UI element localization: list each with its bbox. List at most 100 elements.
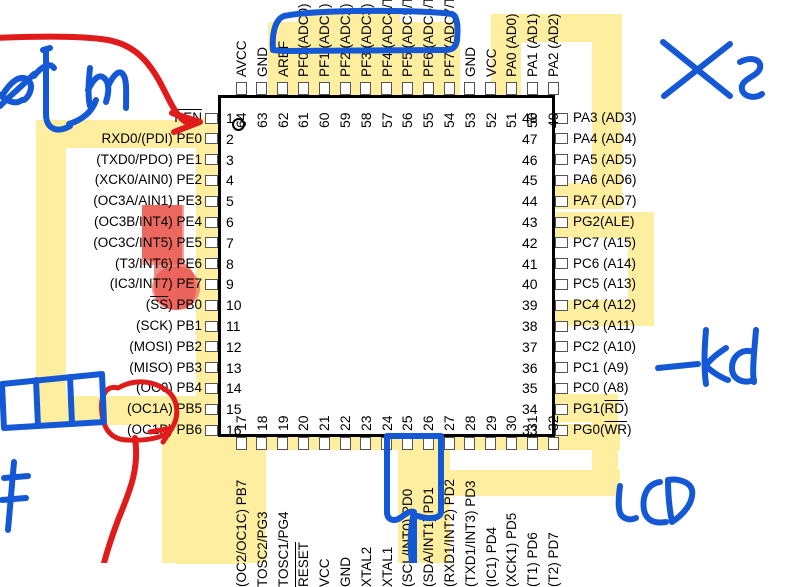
pin-number-62: 62 <box>274 112 291 128</box>
pin-pad-bottom-19 <box>277 437 289 450</box>
pin-number-6: 6 <box>226 214 234 230</box>
pin-number-18: 18 <box>253 415 270 431</box>
pin-label-29: (IC1) PD4 <box>483 526 499 587</box>
pin-label-37: PC2 (A10) <box>573 338 637 354</box>
pin-pad-left-15 <box>205 403 218 415</box>
pin-number-33: 33 <box>522 422 538 438</box>
pin-pad-top-60 <box>318 82 330 95</box>
pin-label-42: PC7 (A15) <box>573 234 637 250</box>
blue-C <box>640 479 669 526</box>
pin-label-17: (OC2/OC1C) PB7 <box>234 479 249 587</box>
pin-label-34: PG1(RD) <box>573 401 629 417</box>
pin-pad-right-45 <box>555 174 568 186</box>
pin-number-17: 17 <box>233 415 249 431</box>
pin-number-31: 31 <box>524 415 541 431</box>
pin-pad-right-34 <box>555 403 568 415</box>
pin-number-22: 22 <box>337 415 353 431</box>
pin-label-47: PA4 (AD4) <box>573 130 637 146</box>
pin-number-21: 21 <box>316 415 333 431</box>
pin-label-3: (TXD0/PDO) PE1 <box>96 151 202 167</box>
pin-pad-left-13 <box>205 362 218 374</box>
blue-hash-h1 <box>1 473 31 481</box>
pin-pad-left-4 <box>205 174 218 186</box>
pin-number-29: 29 <box>482 415 499 431</box>
pin-pad-right-44 <box>555 195 568 207</box>
pin-pad-right-40 <box>555 278 568 290</box>
pin-label-5: (OC3A/AIN1) PE3 <box>93 193 202 209</box>
pin-label-24: XTAL1 <box>379 546 395 587</box>
pin-label-45: PA6 (AD6) <box>573 172 637 188</box>
pin-pad-left-16 <box>205 424 218 436</box>
pin-pad-left-5 <box>205 195 218 207</box>
blue-box-div-2 <box>67 374 75 427</box>
pin-number-13: 13 <box>226 359 242 376</box>
blue-scribble-7 <box>66 97 99 127</box>
pin-pad-bottom-31 <box>526 437 538 450</box>
pin-pad-left-12 <box>205 341 218 353</box>
pin-label-8: (T3/INT6) PE6 <box>114 255 202 271</box>
pin-pad-bottom-21 <box>318 437 330 450</box>
pin-label-7: (OC3C/INT5) PE5 <box>93 234 202 250</box>
pin-pad-top-57 <box>381 82 393 95</box>
pin-pad-bottom-30 <box>505 437 517 450</box>
red-curve-top <box>0 33 200 127</box>
pin-pad-right-43 <box>555 216 568 228</box>
blue-scribble-3 <box>0 71 37 109</box>
pin-pad-left-11 <box>205 320 218 332</box>
pin-label-18: TOSC2/PG3 <box>254 511 270 587</box>
pin-number-59: 59 <box>337 112 353 128</box>
pin-number-48: 48 <box>522 110 538 126</box>
pin-number-15: 15 <box>226 401 242 418</box>
pin-number-11: 11 <box>226 318 241 334</box>
pin-label-41: PC6 (A14) <box>573 255 637 271</box>
pin-label-28: (TXD1/INT3) PD3 <box>462 480 478 587</box>
blue-hash-v1 <box>5 459 17 533</box>
pin-pad-bottom-20 <box>297 437 309 450</box>
pin-number-37: 37 <box>522 338 538 355</box>
highlight-left-outer <box>36 120 66 425</box>
pin-label-25: (SCL/INT0) PD0 <box>400 488 416 587</box>
pin-number-23: 23 <box>357 415 374 431</box>
pin-label-49: PA2 (AD2) <box>546 13 561 77</box>
pin-pad-right-37 <box>555 341 568 353</box>
pin-number-24: 24 <box>378 415 395 431</box>
pin-pad-bottom-29 <box>485 437 497 450</box>
pin-label-35: PC0 (A8) <box>573 380 629 396</box>
highlight-left-tail <box>162 424 188 563</box>
pin-pad-top-54 <box>443 82 455 95</box>
blue-x-stroke-2 <box>661 41 733 99</box>
pin-pad-right-48 <box>555 112 568 124</box>
pin-label-1: PEN <box>174 110 202 125</box>
blue-eight <box>737 56 765 100</box>
pin-number-60: 60 <box>316 112 333 128</box>
pin-label-30: (XCK1) PD5 <box>504 512 520 587</box>
pin-pad-right-41 <box>555 258 568 270</box>
pin-label-10: (SS) PB0 <box>145 297 202 313</box>
blue-hash-h2 <box>0 495 29 503</box>
pin-pad-top-49 <box>547 82 559 95</box>
pin-number-46: 46 <box>522 151 538 168</box>
pin-number-53: 53 <box>461 112 478 128</box>
pin-label-57: PF4 (ADC4/TCK) <box>379 0 395 77</box>
pin-label-6: (OC3B/INT4) PE4 <box>93 214 202 229</box>
pin-pad-top-59 <box>339 82 351 95</box>
pin-pad-top-63 <box>256 82 268 95</box>
pin-label-2: RXD0/(PDI) PE0 <box>101 130 202 146</box>
pin-label-62: AREF <box>275 40 291 77</box>
pin-label-33: PG0(WR) <box>573 422 632 437</box>
pin-label-9: (IC3/INT7) PE7 <box>109 276 202 292</box>
pin-label-12: (MOSI) PB2 <box>129 338 202 354</box>
pin-number-43: 43 <box>522 214 538 230</box>
pin-number-63: 63 <box>253 112 270 128</box>
pin-number-58: 58 <box>357 112 374 128</box>
pin-label-20: RESET <box>296 541 312 587</box>
pin-number-28: 28 <box>461 415 478 431</box>
pin-label-39: PC4 (A12) <box>573 297 637 313</box>
pin-label-46: PA5 (AD5) <box>573 151 637 167</box>
pin-pad-top-64 <box>235 82 247 95</box>
pin-number-50: 50 <box>524 112 541 128</box>
pin-number-39: 39 <box>522 297 538 314</box>
pin-number-5: 5 <box>226 193 234 210</box>
pin-pad-bottom-17 <box>235 437 247 450</box>
pin-number-55: 55 <box>420 112 437 128</box>
